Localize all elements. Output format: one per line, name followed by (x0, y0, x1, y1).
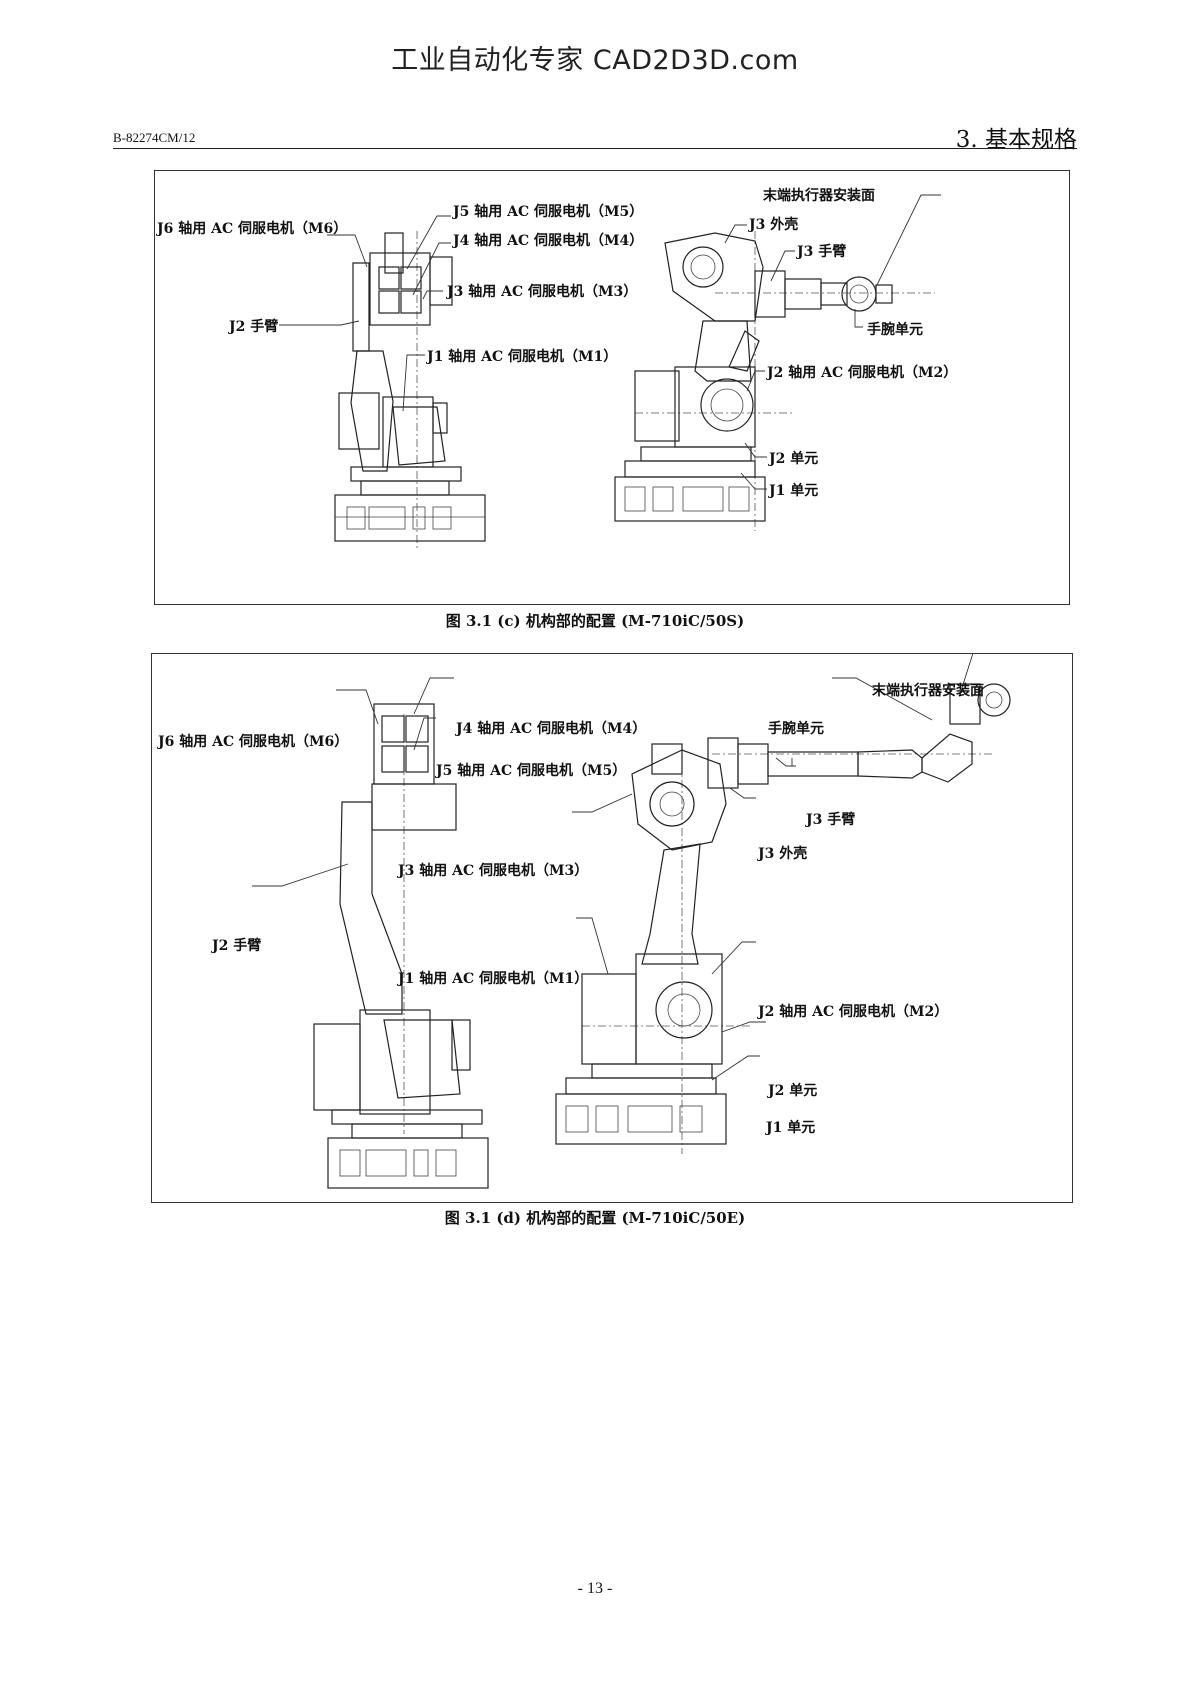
fig-c-label-end-effector-face: 末端执行器安装面 (763, 188, 875, 204)
fig-c-label-j4-motor: J4 轴用 AC 伺服电机（M4） (453, 233, 644, 249)
page-number: - 13 - (577, 1580, 613, 1597)
fig-d-label-j2-motor: J2 轴用 AC 伺服电机（M2） (758, 1004, 949, 1020)
figure-d-side-view (313, 703, 489, 1189)
fig-d-label-j3-arm: J3 手臂 (806, 812, 856, 828)
doc-number: B-82274CM/12 (113, 130, 196, 145)
fig-d-label-j6-motor: J6 轴用 AC 伺服电机（M6） (158, 734, 349, 750)
figure-c-frame: J6 轴用 AC 伺服电机（M6） J5 轴用 AC 伺服电机（M5） J4 轴… (154, 170, 1070, 605)
fig-d-label-j3-casing: J3 外壳 (758, 846, 808, 862)
fig-d-label-j3-motor: J3 轴用 AC 伺服电机（M3） (398, 863, 589, 879)
fig-d-label-j2-unit: J2 单元 (768, 1083, 818, 1099)
figure-d-front-view (555, 683, 1011, 1154)
figure-c-drawing (279, 194, 941, 551)
fig-d-label-j2-arm: J2 手臂 (212, 938, 262, 954)
fig-c-label-j1-motor: J1 轴用 AC 伺服电机（M1） (427, 349, 618, 365)
watermark-text: 工业自动化专家 CAD2D3D.com (391, 45, 799, 76)
fig-c-label-j5-motor: J5 轴用 AC 伺服电机（M5） (453, 204, 644, 220)
header-rule (113, 148, 1077, 149)
figure-d-drawing (252, 654, 1011, 1189)
figure-c-side-view (334, 231, 486, 551)
fig-c-label-j3-casing: J3 外壳 (749, 217, 799, 233)
fig-c-label-j2-unit: J2 单元 (769, 451, 819, 467)
fig-c-label-j2-arm: J2 手臂 (229, 319, 279, 335)
fig-d-label-j4-motor: J4 轴用 AC 伺服电机（M4） (456, 721, 647, 737)
figure-d-leader-lines (252, 654, 974, 1081)
fig-c-label-j6-motor: J6 轴用 AC 伺服电机（M6） (157, 221, 348, 237)
fig-d-label-j5-motor: J5 轴用 AC 伺服电机（M5） (436, 763, 627, 779)
fig-d-label-j1-unit: J1 单元 (766, 1120, 816, 1136)
fig-d-label-end-effector-face: 末端执行器安装面 (872, 683, 984, 699)
fig-c-label-j2-motor: J2 轴用 AC 伺服电机（M2） (767, 365, 958, 381)
figure-c-leader-lines (279, 194, 941, 490)
figure-d-frame: 末端执行器安装面 J6 轴用 AC 伺服电机（M6） J4 轴用 AC 伺服电机… (151, 653, 1073, 1203)
fig-c-label-j3-motor: J3 轴用 AC 伺服电机（M3） (447, 284, 638, 300)
fig-c-label-j1-unit: J1 单元 (769, 483, 819, 499)
fig-d-label-j1-motor: J1 轴用 AC 伺服电机（M1） (398, 971, 589, 987)
figure-c-caption: 图 3.1 (c) 机构部的配置 (M-710iC/50S) (445, 612, 745, 630)
fig-c-label-j3-arm: J3 手臂 (797, 244, 847, 260)
fig-d-label-wrist-unit: 手腕单元 (768, 721, 824, 737)
fig-c-label-wrist-unit: 手腕单元 (867, 322, 923, 338)
figure-d-caption: 图 3.1 (d) 机构部的配置 (M-710iC/50E) (444, 1209, 746, 1227)
figure-c-front-view (614, 231, 935, 531)
